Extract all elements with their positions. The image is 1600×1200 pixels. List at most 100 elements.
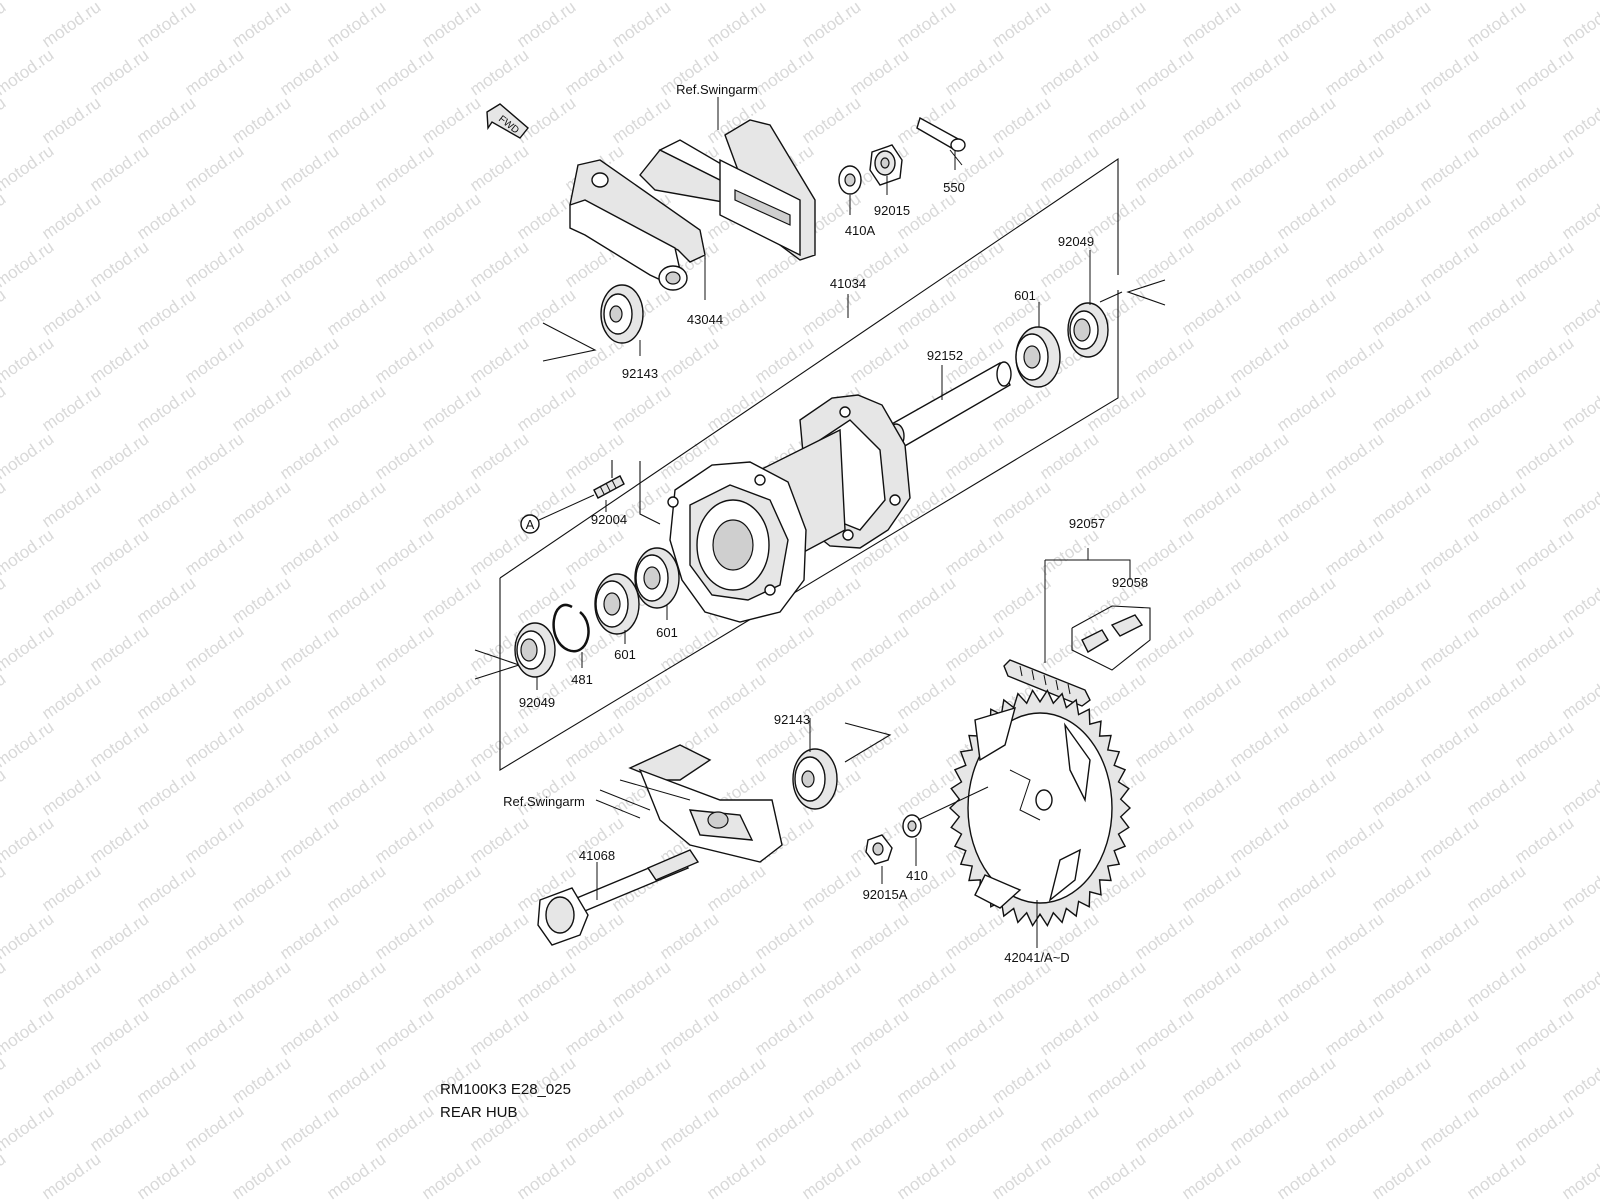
watermark-text: motod.ru xyxy=(703,861,769,915)
leader-lines xyxy=(536,97,1091,948)
watermark-text: motod.ru xyxy=(228,573,294,627)
label-42041: 42041/A~D xyxy=(1004,950,1069,965)
watermark-text: motod.ru xyxy=(798,1149,864,1200)
watermark-text: motod.ru xyxy=(0,765,9,819)
watermark-text: motod.ru xyxy=(988,573,1054,627)
watermark-text: motod.ru xyxy=(86,333,152,387)
watermark-text: motod.ru xyxy=(181,813,247,867)
reference-marker-a: A xyxy=(520,494,595,534)
watermark-text: motod.ru xyxy=(1178,189,1244,243)
watermark-text: motod.ru xyxy=(371,621,437,675)
watermark-text: motod.ru xyxy=(1321,429,1387,483)
watermark-text: motod.ru xyxy=(1368,1149,1434,1200)
watermark-text: motod.ru xyxy=(1321,525,1387,579)
watermark-text: motod.ru xyxy=(86,429,152,483)
watermark-text: motod.ru xyxy=(1463,765,1529,819)
watermark-text: motod.ru xyxy=(38,957,104,1011)
watermark-text: motod.ru xyxy=(846,621,912,675)
watermark-text: motod.ru xyxy=(988,477,1054,531)
watermark-text: motod.ru xyxy=(941,1101,1007,1155)
watermark-text: motod.ru xyxy=(1321,333,1387,387)
watermark-text: motod.ru xyxy=(0,669,9,723)
cotter-pin-550 xyxy=(916,116,966,166)
watermark-text: motod.ru xyxy=(1131,1005,1197,1059)
watermark-text: motod.ru xyxy=(1178,1053,1244,1107)
marker-a-text: A xyxy=(526,517,535,532)
watermark-text: motod.ru xyxy=(1036,45,1102,99)
label-43044: 43044 xyxy=(687,312,723,327)
label-92057: 92057 xyxy=(1069,516,1105,531)
watermark-text: motod.ru xyxy=(276,333,342,387)
watermark-text: motod.ru xyxy=(323,861,389,915)
watermark-text: motod.ru xyxy=(846,45,912,99)
watermark-text: motod.ru xyxy=(941,429,1007,483)
watermark-text: motod.ru xyxy=(0,1101,57,1155)
watermark-text: motod.ru xyxy=(86,1005,152,1059)
drive-chain xyxy=(1003,548,1131,707)
watermark-text: motod.ru xyxy=(751,909,817,963)
watermark-text: motod.ru xyxy=(1226,813,1292,867)
watermark-text: motod.ru xyxy=(1416,429,1482,483)
watermark-text: motod.ru xyxy=(1558,0,1600,51)
watermark-text: motod.ru xyxy=(561,717,627,771)
watermark-text: motod.ru xyxy=(561,1005,627,1059)
watermark-text: motod.ru xyxy=(418,189,484,243)
watermark-text: motod.ru xyxy=(1463,957,1529,1011)
watermark-text: motod.ru xyxy=(418,573,484,627)
watermark-text: motod.ru xyxy=(1178,0,1244,51)
watermark-text: motod.ru xyxy=(0,717,57,771)
watermark-text: motod.ru xyxy=(133,0,199,51)
watermark-text: motod.ru xyxy=(798,1053,864,1107)
watermark-text: motod.ru xyxy=(86,525,152,579)
watermark-text: motod.ru xyxy=(323,669,389,723)
watermark-text: motod.ru xyxy=(513,285,579,339)
watermark-text: motod.ru xyxy=(371,333,437,387)
watermark-text: motod.ru xyxy=(1226,1005,1292,1059)
watermark-text: motod.ru xyxy=(466,45,532,99)
watermark-text: motod.ru xyxy=(0,141,57,195)
watermark-text: motod.ru xyxy=(1416,909,1482,963)
watermark-text: motod.ru xyxy=(133,957,199,1011)
watermark-text: motod.ru xyxy=(181,333,247,387)
watermark-text: motod.ru xyxy=(893,573,959,627)
watermark-text: motod.ru xyxy=(133,573,199,627)
watermark-text: motod.ru xyxy=(751,1005,817,1059)
watermark-text: motod.ru xyxy=(513,765,579,819)
watermark-text: motod.ru xyxy=(86,45,152,99)
watermark-text: motod.ru xyxy=(608,957,674,1011)
watermark-text: motod.ru xyxy=(418,861,484,915)
watermark-text: motod.ru xyxy=(893,285,959,339)
watermark-text: motod.ru xyxy=(941,525,1007,579)
watermark-text: motod.ru xyxy=(0,909,57,963)
watermark-text: motod.ru xyxy=(371,1005,437,1059)
watermark-text: motod.ru xyxy=(1131,909,1197,963)
watermark-text: motod.ru xyxy=(1368,93,1434,147)
watermark-text: motod.ru xyxy=(893,1149,959,1200)
watermark-text: motod.ru xyxy=(893,669,959,723)
bearing-601-top xyxy=(1015,326,1061,388)
watermark-text: motod.ru xyxy=(1273,765,1339,819)
watermark-text: motod.ru xyxy=(846,1005,912,1059)
watermark-text: motod.ru xyxy=(0,621,57,675)
label-601-top: 601 xyxy=(1014,288,1036,303)
watermark-text: motod.ru xyxy=(418,93,484,147)
label-410a: 410A xyxy=(845,223,876,238)
watermark-text: motod.ru xyxy=(798,0,864,51)
watermark-text: motod.ru xyxy=(1416,1101,1482,1155)
watermark-text: motod.ru xyxy=(1226,909,1292,963)
watermark-text: motod.ru xyxy=(466,141,532,195)
watermark-text: motod.ru xyxy=(228,0,294,51)
watermark-text: motod.ru xyxy=(608,1149,674,1200)
watermark-text: motod.ru xyxy=(1368,477,1434,531)
watermark-text: motod.ru xyxy=(133,381,199,435)
watermark-text: motod.ru xyxy=(38,765,104,819)
watermark-text: motod.ru xyxy=(38,669,104,723)
watermark-text: motod.ru xyxy=(0,1005,57,1059)
watermark-text: motod.ru xyxy=(323,573,389,627)
watermark-text: motod.ru xyxy=(1178,573,1244,627)
watermark-text: motod.ru xyxy=(0,333,57,387)
watermark-text: motod.ru xyxy=(1463,669,1529,723)
watermark-text: motod.ru xyxy=(323,381,389,435)
watermark-text: motod.ru xyxy=(371,813,437,867)
watermark-text: motod.ru xyxy=(1178,1149,1244,1200)
